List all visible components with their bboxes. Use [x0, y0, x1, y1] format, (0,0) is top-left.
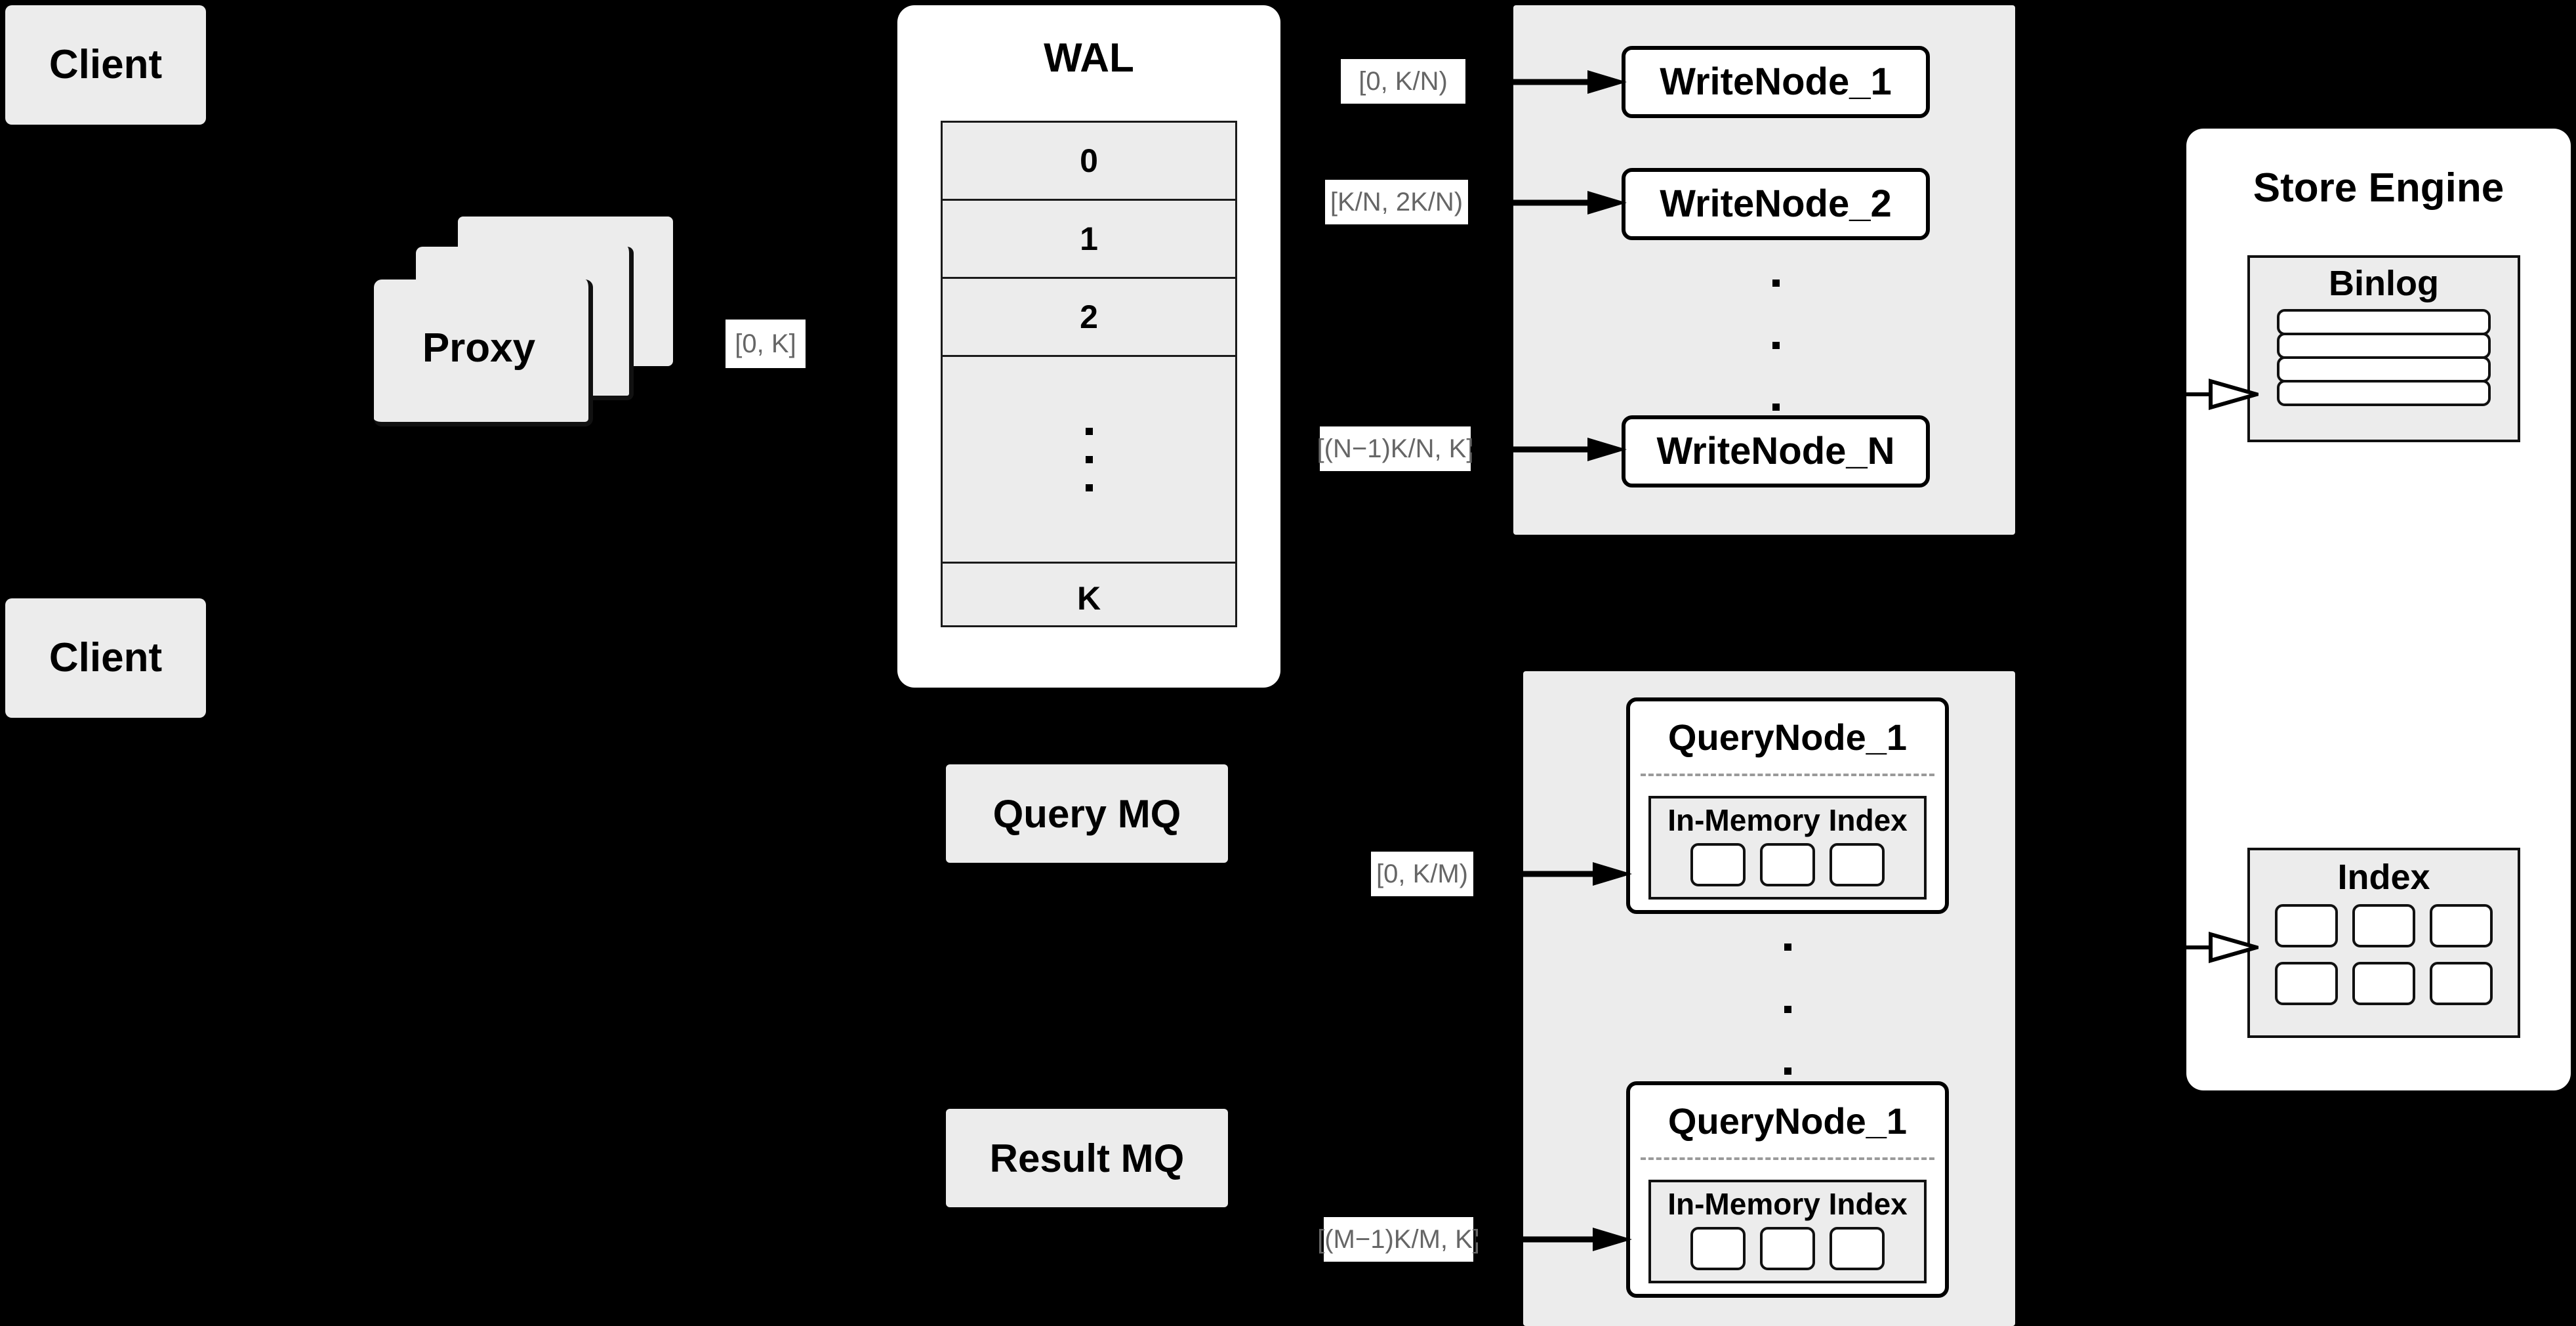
write-node-1[interactable]: WriteNode_1 — [1622, 46, 1930, 118]
write-node-2[interactable]: WriteNode_2 — [1622, 168, 1930, 240]
proxy-range-label: [0, K] — [726, 320, 806, 368]
arrow-to-write-node-1 — [1471, 70, 1627, 94]
query-nodes-ellipsis — [1776, 943, 1799, 1075]
binlog-box: Binlog — [2247, 255, 2520, 442]
write-node-2-label: WriteNode_2 — [1660, 182, 1892, 225]
arrow-to-write-node-2 — [1471, 191, 1627, 215]
result-mq-box[interactable]: Result MQ — [946, 1109, 1228, 1207]
wal-panel: WAL 0 1 2 K — [897, 5, 1280, 688]
query-mq-box[interactable]: Query MQ — [946, 764, 1228, 863]
ellipsis-dot — [1772, 341, 1780, 349]
in-memory-index-label-1: In-Memory Index — [1667, 802, 1908, 837]
ellipsis-dot — [1772, 280, 1780, 287]
wal-row-0: 0 — [943, 123, 1235, 201]
arrow-to-binlog — [2157, 379, 2259, 410]
index-title: Index — [2337, 857, 2430, 897]
wal-row-ellipsis — [943, 357, 1235, 564]
ellipsis-dot — [1784, 943, 1791, 951]
in-memory-index-cells-2 — [1651, 1226, 1924, 1270]
query-node-1-title: QueryNode_1 — [1667, 716, 1908, 758]
wal-row-k: K — [943, 564, 1235, 633]
query-node-2-title: QueryNode_1 — [1667, 1100, 1908, 1142]
store-engine-title: Store Engine — [2253, 165, 2504, 211]
query-node-1-in-memory-index: In-Memory Index — [1648, 796, 1927, 900]
proxy-label: Proxy — [422, 325, 536, 371]
in-memory-index-cells-1 — [1651, 842, 1924, 886]
wal-row-0-label: 0 — [1080, 142, 1098, 179]
query-node-1[interactable]: QueryNode_1 In-Memory Index — [1626, 697, 1949, 914]
write-nodes-container: WriteNode_1 WriteNode_2 WriteNode_N — [1513, 5, 2015, 535]
write-node-n[interactable]: WriteNode_N — [1622, 415, 1930, 487]
binlog-row — [2277, 356, 2491, 383]
query-node-2-in-memory-index: In-Memory Index — [1648, 1180, 1927, 1283]
wal-row-1-label: 1 — [1080, 220, 1098, 257]
query-node-1-range-label: [0, K/M) — [1371, 852, 1473, 896]
index-cell — [1690, 1227, 1746, 1270]
wal-row-1: 1 — [943, 201, 1235, 279]
wal-row-k-label: K — [1076, 579, 1101, 617]
query-nodes-container: QueryNode_1 In-Memory Index QueryNode_1 — [1523, 671, 2015, 1326]
write-node-1-label: WriteNode_1 — [1660, 60, 1892, 103]
ellipsis-dot — [1085, 427, 1093, 435]
query-mq-label: Query MQ — [992, 791, 1181, 836]
binlog-row — [2277, 309, 2491, 335]
write-node-n-range-label: [(N−1)K/N, K] — [1317, 426, 1473, 471]
ellipsis-dot — [1784, 1067, 1791, 1075]
index-box: Index — [2247, 848, 2520, 1038]
wal-row-2-label: 2 — [1080, 298, 1098, 335]
proxy-card-front[interactable]: Proxy — [374, 280, 593, 426]
index-cell — [1690, 843, 1746, 886]
write-node-1-range-label: [0, K/N) — [1341, 59, 1465, 104]
client-box-1[interactable]: Client — [5, 5, 206, 125]
write-node-2-range-label: [K/N, 2K/N) — [1325, 180, 1468, 224]
proxy-stack[interactable]: Proxy — [374, 217, 673, 426]
index-cell — [1830, 1227, 1885, 1270]
index-cell — [1760, 1227, 1815, 1270]
write-nodes-ellipsis — [1765, 280, 1787, 411]
write-node-n-label: WriteNode_N — [1656, 429, 1895, 472]
index-cell — [2275, 962, 2338, 1005]
arrow-to-query-node-2 — [1476, 1228, 1632, 1251]
index-cell-grid — [2250, 904, 2518, 1005]
client-box-2[interactable]: Client — [5, 598, 206, 718]
result-mq-label: Result MQ — [989, 1136, 1185, 1180]
ellipsis-dot — [1085, 484, 1093, 491]
index-cell-row — [2275, 904, 2493, 947]
index-cell — [2352, 962, 2415, 1005]
query-node-2[interactable]: QueryNode_1 In-Memory Index — [1626, 1081, 1949, 1298]
ellipsis-dot — [1784, 1005, 1791, 1013]
index-cell — [2352, 904, 2415, 947]
index-cell — [2430, 904, 2493, 947]
index-cell-row — [2275, 962, 2493, 1005]
index-cell — [1830, 843, 1885, 886]
index-cell — [1760, 843, 1815, 886]
query-node-2-separator — [1641, 1157, 1934, 1160]
ellipsis-dot — [1772, 404, 1780, 411]
store-engine-panel: Store Engine Binlog Index — [2186, 129, 2571, 1090]
index-cell — [2275, 904, 2338, 947]
binlog-rows — [2250, 309, 2518, 406]
query-node-2-range-label: [(M−1)K/M, K] — [1317, 1217, 1480, 1262]
arrow-to-query-node-1 — [1476, 862, 1632, 886]
wal-title: WAL — [1044, 35, 1134, 81]
index-cell — [2430, 962, 2493, 1005]
arrow-to-index — [2157, 932, 2259, 963]
ellipsis-dot — [1085, 455, 1093, 463]
wal-row-2: 2 — [943, 279, 1235, 357]
binlog-row — [2277, 380, 2491, 406]
arrow-to-write-node-n — [1471, 438, 1627, 461]
wal-table: 0 1 2 K — [941, 121, 1237, 627]
query-node-1-separator — [1641, 774, 1934, 776]
in-memory-index-label-2: In-Memory Index — [1667, 1186, 1908, 1221]
binlog-row — [2277, 333, 2491, 359]
client-label-2: Client — [49, 635, 163, 681]
client-label-1: Client — [49, 42, 163, 88]
binlog-title: Binlog — [2329, 263, 2439, 303]
